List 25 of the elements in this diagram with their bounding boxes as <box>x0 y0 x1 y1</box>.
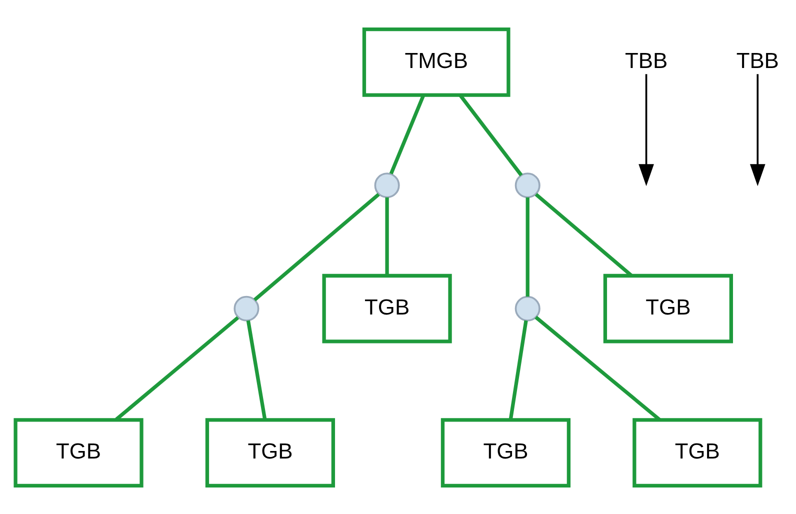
node-circle <box>514 172 540 198</box>
node-text: TBB <box>624 47 668 72</box>
node-box: TGB <box>322 273 452 343</box>
arrow <box>750 74 766 186</box>
node-box: TGB <box>440 418 571 488</box>
connector <box>526 196 530 296</box>
arrow <box>638 74 654 186</box>
connector <box>115 316 240 420</box>
connector <box>389 94 426 174</box>
connector <box>385 196 389 275</box>
connector <box>534 315 661 421</box>
node-box: TGB <box>632 418 762 488</box>
connector <box>458 94 523 176</box>
node-circle <box>514 295 540 321</box>
node-circle <box>374 172 400 198</box>
node-circle <box>234 295 260 321</box>
node-text: TBB <box>736 47 779 72</box>
node-box: TMGB <box>362 26 510 96</box>
connector <box>534 192 632 276</box>
node-box: TGB <box>205 418 336 488</box>
node-box: TGB <box>14 418 144 488</box>
connector <box>253 192 380 301</box>
node-box: TGB <box>603 273 733 343</box>
connector <box>246 320 267 420</box>
connector <box>508 320 528 420</box>
